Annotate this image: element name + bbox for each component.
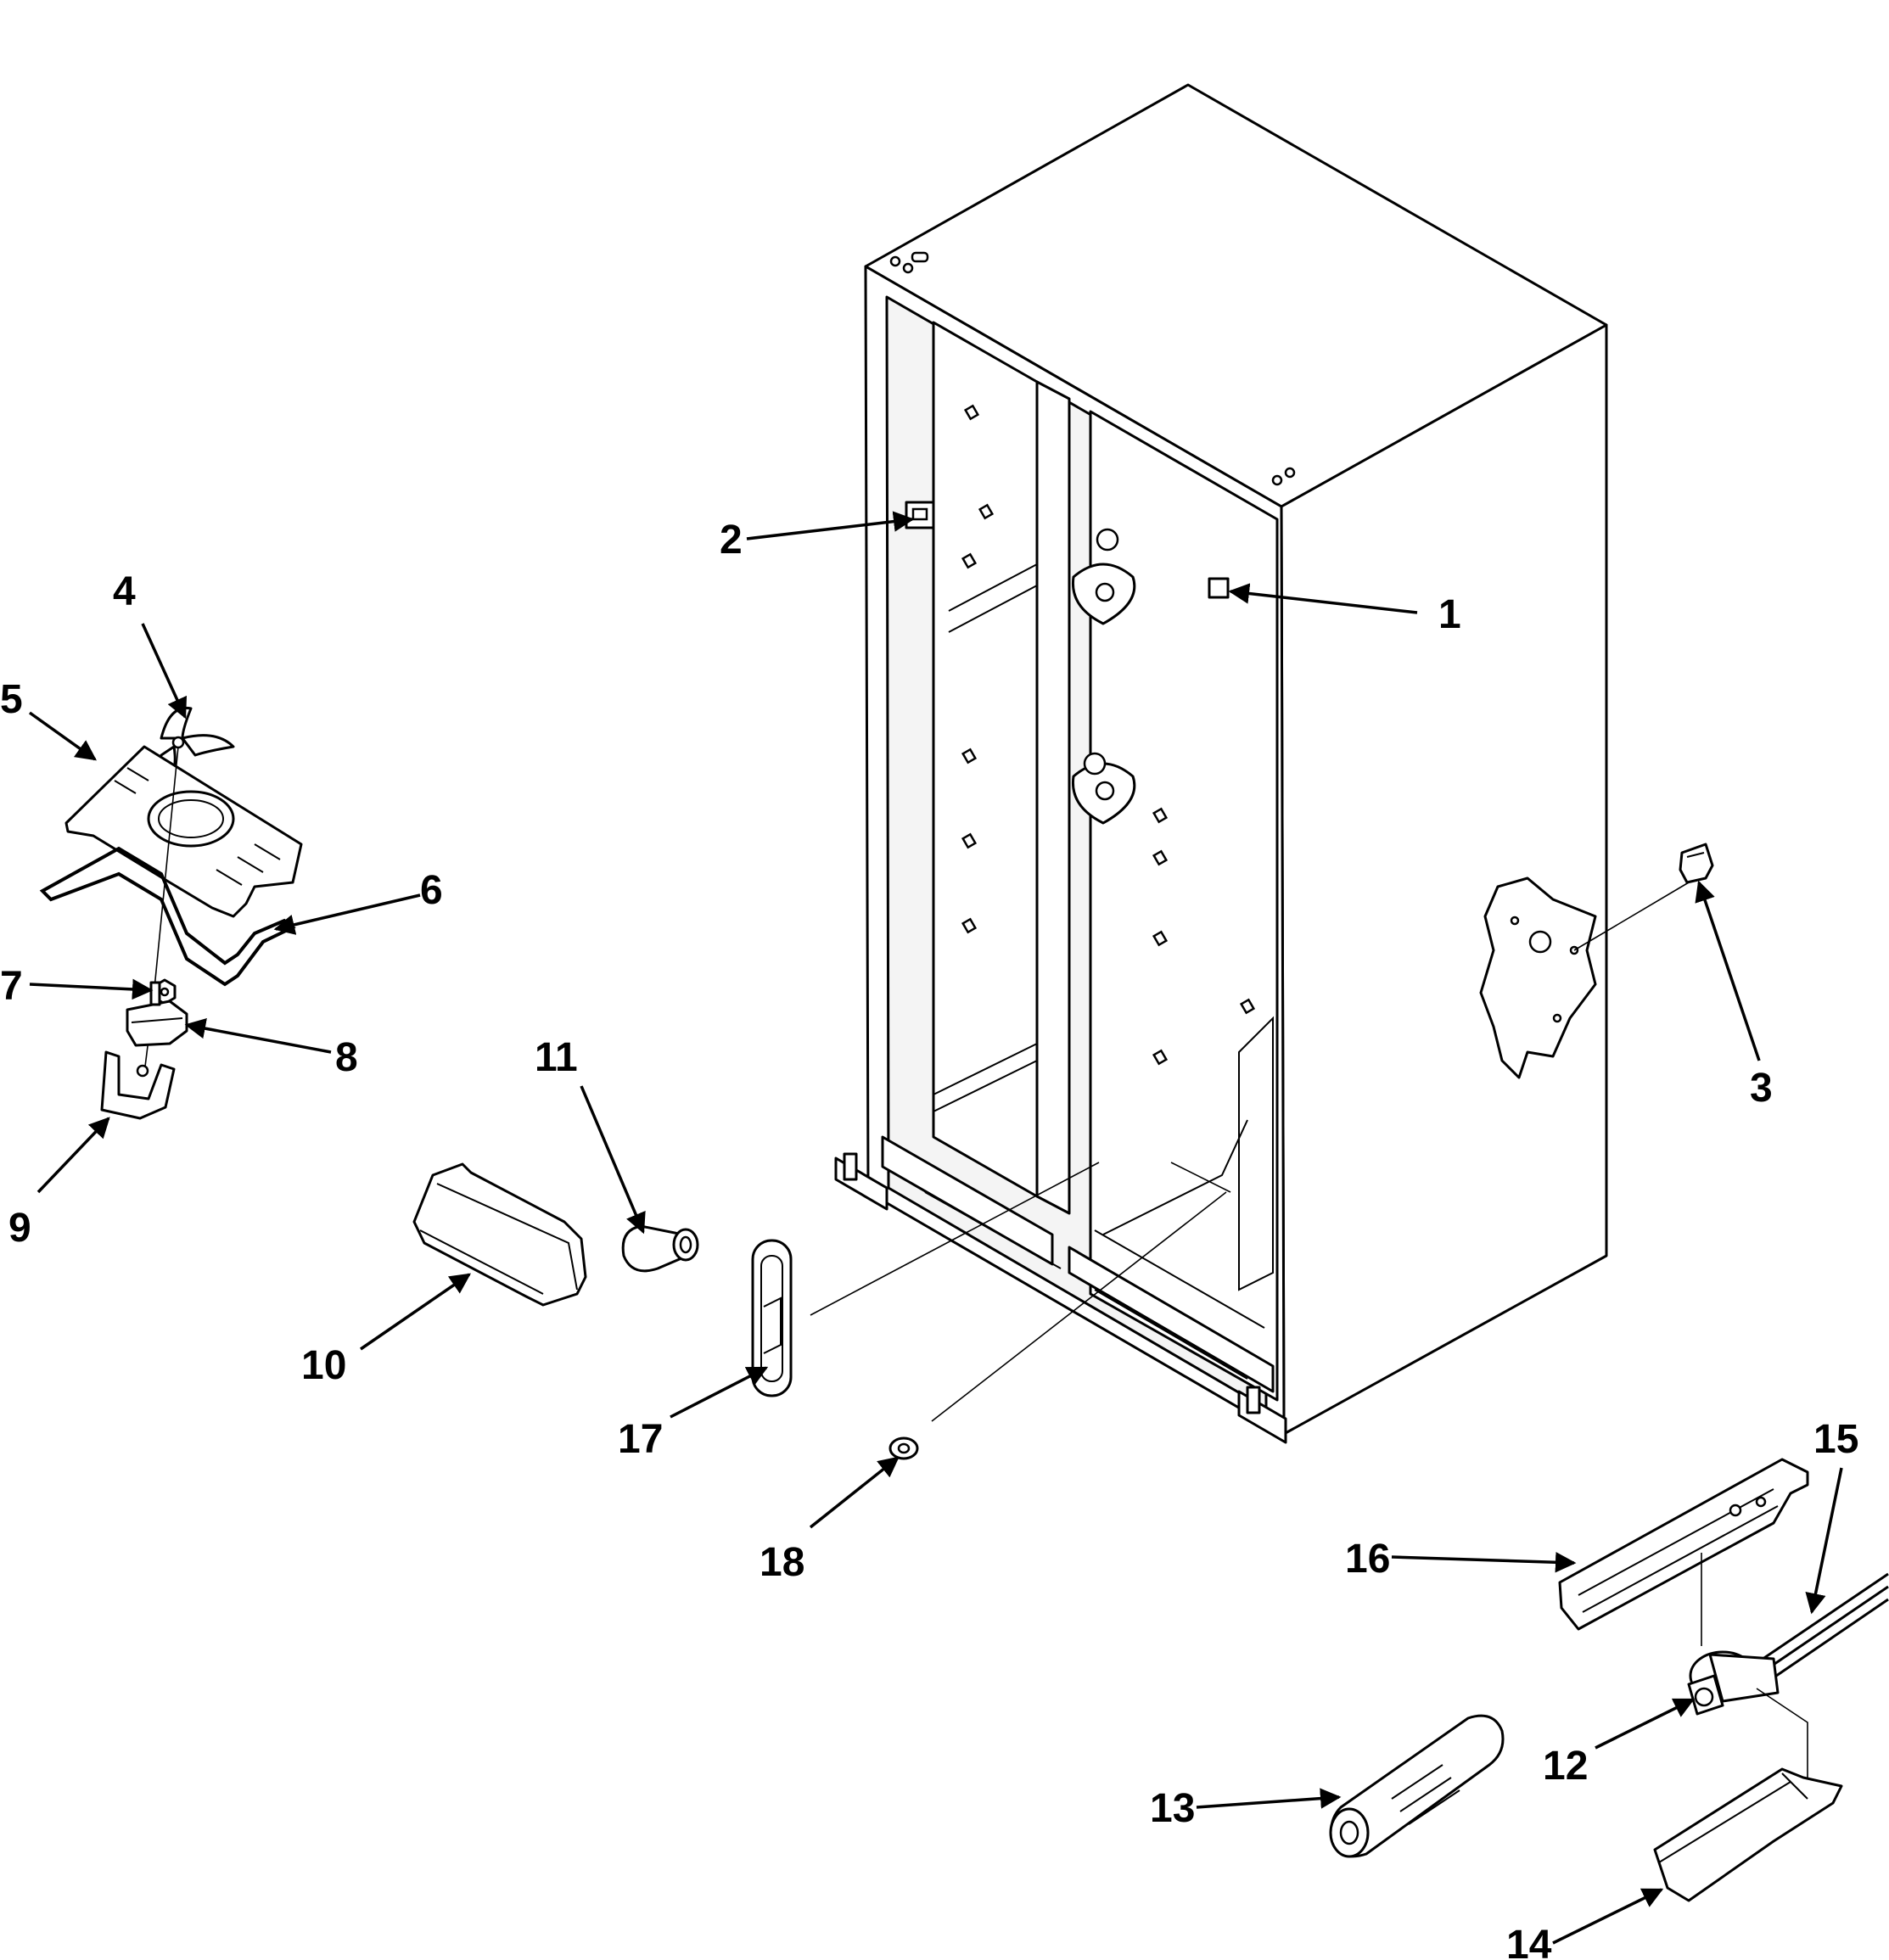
callout-18: 18 xyxy=(760,1540,804,1585)
part-14-filter-cover xyxy=(1653,1767,1843,1902)
callout-9: 9 xyxy=(8,1206,31,1251)
part-3-cap xyxy=(1679,843,1714,884)
refrigerator-cabinet xyxy=(834,83,1608,1444)
callout-11: 11 xyxy=(535,1035,578,1080)
callout-4: 4 xyxy=(113,569,136,614)
water-filter-assembly xyxy=(1329,1458,1889,1902)
callout-3: 3 xyxy=(1750,1066,1773,1111)
callout-2: 2 xyxy=(720,518,743,563)
part-18-washer xyxy=(888,1436,919,1460)
callout-7: 7 xyxy=(0,964,23,1009)
callout-1: 1 xyxy=(1438,592,1461,637)
part-13-filter-cartridge xyxy=(1329,1714,1505,1858)
part-16-filter-housing xyxy=(1558,1458,1809,1631)
cabinet-fastener-marks xyxy=(961,404,1256,1066)
callout-labels: 1 2 3 4 5 6 7 8 9 10 11 12 13 14 15 16 1… xyxy=(0,518,1858,1960)
callout-13: 13 xyxy=(1150,1786,1195,1831)
callout-12: 12 xyxy=(1543,1744,1588,1789)
callout-leaders xyxy=(28,511,1843,1945)
callout-17: 17 xyxy=(618,1417,663,1462)
part-9-motor-bracket xyxy=(100,1050,176,1120)
callout-8: 8 xyxy=(335,1035,358,1080)
part-10-cover xyxy=(412,1162,587,1307)
part-5-fan-shroud xyxy=(64,745,303,918)
callout-6: 6 xyxy=(420,868,443,913)
callout-15: 15 xyxy=(1813,1417,1858,1462)
callout-16: 16 xyxy=(1345,1537,1390,1582)
part-1-switch xyxy=(1208,577,1230,599)
callout-5: 5 xyxy=(0,677,23,722)
side-panel-patch xyxy=(1479,876,1597,1079)
part-12-filter-head xyxy=(1687,1650,1780,1716)
fan-assembly xyxy=(39,706,303,1120)
part-17-bezel xyxy=(751,1239,793,1397)
part-8-fan-motor xyxy=(126,981,188,1047)
callout-14: 14 xyxy=(1506,1923,1552,1960)
part-15-tubing xyxy=(1756,1572,1889,1685)
callout-10: 10 xyxy=(301,1343,346,1388)
assembly-guide-lines xyxy=(810,882,1690,1422)
part-11-elbow xyxy=(621,1224,699,1273)
